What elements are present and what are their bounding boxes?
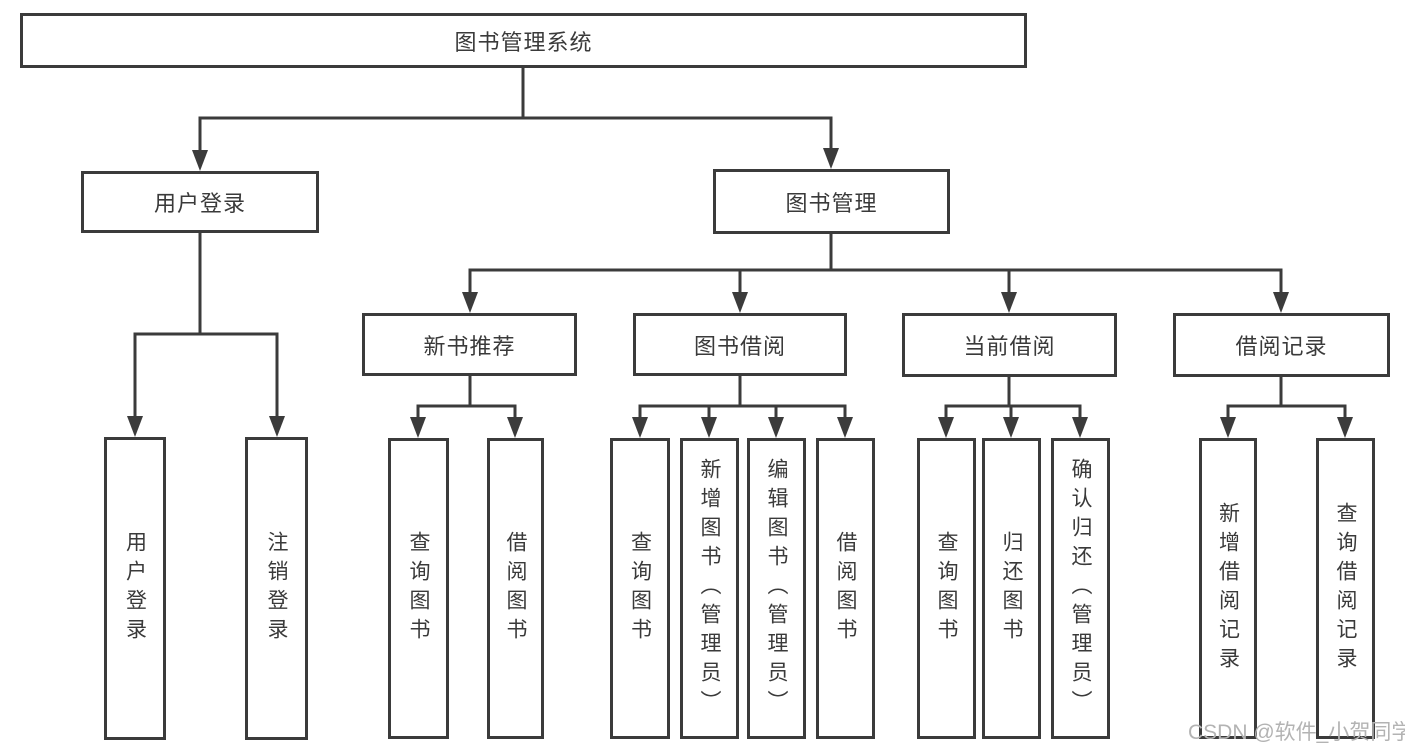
node-label: 图书借阅 [693,333,786,359]
leaf-label: 注销登录 [265,530,288,647]
node-label: 新书推荐 [423,333,516,359]
csdn-watermark: CSDN @软件_小贺同学 [1188,721,1405,744]
leaf-label: 新增借阅记录 [1216,501,1240,676]
leaf-cb-query-book: 查询图书 [917,438,976,739]
node-book-management: 图书管理 [713,169,950,234]
node-book-borrow: 图书借阅 [633,313,847,376]
leaf-label: 查询图书 [935,530,958,647]
leaf-logout-login: 注销登录 [245,437,308,740]
leaf-label: 查询借阅记录 [1334,501,1357,676]
leaf-label: 新增图书（管理员） [698,458,721,719]
leaf-bb-edit-book-admin: 编辑图书（管理员） [747,438,806,739]
node-user-login: 用户登录 [81,171,319,233]
node-book-management-system: 图书管理系统 [20,13,1027,68]
leaf-nb-query-book: 查询图书 [388,438,449,739]
leaf-user-login: 用户登录 [104,437,166,740]
leaf-label: 用户登录 [123,530,147,647]
leaf-br-query-borrow-record: 查询借阅记录 [1316,438,1375,739]
leaf-label: 借阅图书 [834,530,857,647]
leaf-label: 查询图书 [407,530,430,647]
leaf-label: 借阅图书 [504,530,527,647]
leaf-nb-borrow-book: 借阅图书 [487,438,544,739]
node-borrow-record: 借阅记录 [1173,313,1390,377]
leaf-br-add-borrow-record: 新增借阅记录 [1199,438,1257,739]
node-label: 借阅记录 [1235,334,1328,359]
leaf-label: 归还图书 [1000,530,1023,647]
node-label: 用户登录 [153,191,246,216]
leaf-bb-add-book-admin: 新增图书（管理员） [680,438,739,739]
node-label: 当前借阅 [963,334,1056,359]
leaf-label: 确认归还（管理员） [1069,458,1092,719]
node-label: 图书管理 [785,190,878,216]
node-current-borrow: 当前借阅 [902,313,1117,377]
leaf-label: 编辑图书（管理员） [765,458,788,719]
node-new-book-recommend: 新书推荐 [362,313,577,376]
leaf-cb-return-book: 归还图书 [982,438,1041,739]
leaf-bb-query-book: 查询图书 [610,438,670,739]
leaf-label: 查询图书 [628,530,652,647]
leaf-bb-borrow-book: 借阅图书 [816,438,875,739]
node-label: 图书管理系统 [454,29,593,55]
leaf-cb-confirm-return-admin: 确认归还（管理员） [1051,438,1110,739]
